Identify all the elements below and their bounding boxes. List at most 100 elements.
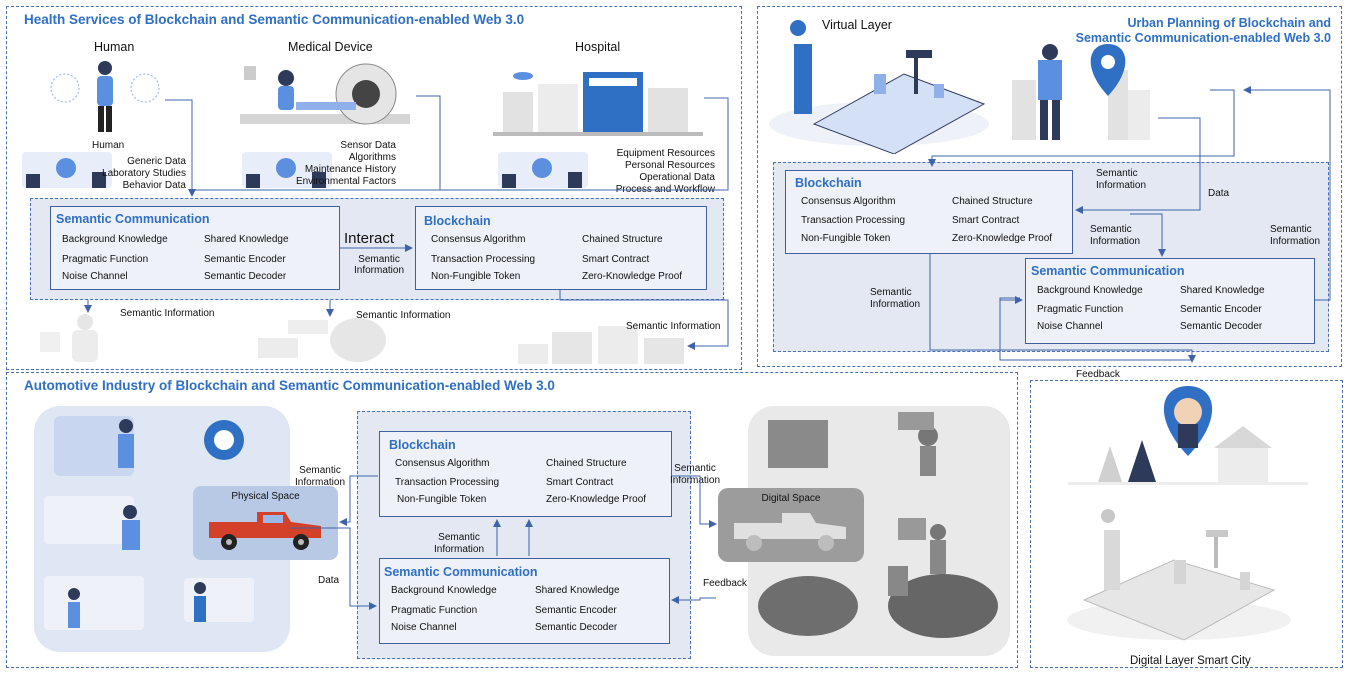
device-data-1: Sensor Data <box>340 140 396 151</box>
urban-blockchain-item: Zero-Knowledge Proof <box>952 233 1053 244</box>
interact-label: Interact <box>344 230 395 247</box>
health-semcomm-item: Pragmatic Function <box>62 254 149 265</box>
auto-blockchain-item: Transaction Processing <box>395 477 500 488</box>
human-data-illustration <box>18 146 118 191</box>
urban-section-frame <box>757 6 1342 367</box>
urban-title-line2: Semantic Communication-enabled Web 3.0 <box>1075 31 1331 45</box>
auto-semcomm-item: Background Knowledge <box>391 585 497 596</box>
health-semantic-info-label: Semantic Information <box>353 254 405 276</box>
device-output-ghost <box>258 316 388 362</box>
health-section-frame <box>6 6 742 370</box>
auto-semcomm-item: Noise Channel <box>391 622 457 633</box>
auto-blockchain-item: Consensus Algorithm <box>395 458 490 469</box>
digital-car-illustration <box>730 505 852 555</box>
medical-device-header: Medical Device <box>288 40 373 54</box>
health-blockchain-box <box>415 206 707 290</box>
urban-semantic-info-left: Semantic Information <box>870 287 921 310</box>
auto-blockchain-title: Blockchain <box>389 438 456 452</box>
urban-semcomm-item: Background Knowledge <box>1037 285 1143 296</box>
auto-feedback-label: Feedback <box>703 578 747 589</box>
urban-semcomm-item: Semantic Encoder <box>1180 304 1262 315</box>
auto-blockchain-item: Chained Structure <box>546 458 627 469</box>
health-semcomm-item: Semantic Decoder <box>204 271 287 282</box>
urban-title-line1: Urban Planning of Blockchain and <box>1127 16 1332 30</box>
auto-semantic-info-right: Semantic Information <box>669 463 721 486</box>
auto-blockchain-item: Zero-Knowledge Proof <box>546 494 647 505</box>
auto-semcomm-item: Shared Knowledge <box>535 585 620 596</box>
health-semcomm-title: Semantic Communication <box>56 212 210 226</box>
auto-section-frame <box>6 372 1018 668</box>
urban-semcomm-box <box>1025 258 1315 344</box>
health-output-label-1: Semantic Information <box>120 308 215 319</box>
human-data-3: Behavior Data <box>122 180 186 191</box>
health-semcomm-item: Background Knowledge <box>62 234 168 245</box>
human-body-illustration <box>45 58 165 134</box>
urban-data-label: Data <box>1208 188 1230 199</box>
health-section-title: Health Services of Blockchain and Semant… <box>24 12 525 27</box>
health-blockchain-item: Non-Fungible Token <box>431 271 521 282</box>
urban-semantic-info-mid: Semantic Information <box>1090 224 1141 247</box>
human-caption: Human <box>92 140 125 151</box>
health-semcomm-item: Noise Channel <box>62 271 128 282</box>
auto-blockchain-box <box>379 431 672 517</box>
human-data-2: Laboratory Studies <box>102 168 186 179</box>
health-blockchain-item: Zero-Knowledge Proof <box>582 271 683 282</box>
smart-city-map-illustration <box>1064 500 1294 644</box>
auto-section-title: Automotive Industry of Blockchain and Se… <box>24 378 555 393</box>
urban-blockchain-item: Smart Contract <box>952 215 1020 226</box>
device-data-4: Environmental Factors <box>295 176 396 187</box>
health-blockchain-item: Chained Structure <box>582 234 663 245</box>
health-blockchain-title: Blockchain <box>424 214 491 228</box>
hospital-data-1: Equipment Resources <box>616 148 715 159</box>
smart-city-person-illustration <box>1068 386 1308 490</box>
urban-blockchain-box <box>785 170 1073 254</box>
auto-blockchain-item: Smart Contract <box>546 477 614 488</box>
device-data-illustration <box>238 146 338 191</box>
hospital-data-2: Personal Resources <box>624 160 715 171</box>
human-data-1: Generic Data <box>127 156 186 167</box>
human-output-ghost <box>40 312 130 362</box>
mri-illustration <box>236 58 416 138</box>
city-section-frame <box>1030 380 1343 668</box>
health-blockchain-item: Transaction Processing <box>431 254 536 265</box>
hospital-header: Hospital <box>575 40 621 54</box>
auto-semantic-info-left: Semantic Information <box>294 465 346 488</box>
urban-blockchain-item: Non-Fungible Token <box>801 233 891 244</box>
human-header: Human <box>94 40 135 54</box>
health-blockchain-item: Consensus Algorithm <box>431 234 526 245</box>
auto-semcomm-box <box>379 558 670 644</box>
health-semcomm-item: Semantic Encoder <box>204 254 286 265</box>
virtual-city-illustration <box>764 14 994 155</box>
auto-semcomm-title: Semantic Communication <box>384 565 538 579</box>
health-output-label-2: Semantic Information <box>356 310 451 321</box>
physical-space-label: Physical Space <box>231 491 300 502</box>
auto-blockchain-item: Non-Fungible Token <box>397 494 487 505</box>
health-blockchain-item: Smart Contract <box>582 254 650 265</box>
urban-semantic-info-right: Semantic Information <box>1270 224 1321 247</box>
urban-planner-illustration <box>1008 40 1158 145</box>
urban-blockchain-title: Blockchain <box>795 176 862 190</box>
device-data-2: Algorithms <box>348 152 396 163</box>
urban-semcomm-item: Pragmatic Function <box>1037 304 1124 315</box>
hospital-illustration <box>493 62 703 138</box>
urban-blockchain-item: Transaction Processing <box>801 215 906 226</box>
auto-semcomm-item: Semantic Encoder <box>535 605 617 616</box>
urban-semcomm-item: Semantic Decoder <box>1180 321 1263 332</box>
urban-semcomm-title: Semantic Communication <box>1031 264 1185 278</box>
urban-semcomm-item: Noise Channel <box>1037 321 1103 332</box>
urban-blockchain-item: Chained Structure <box>952 196 1033 207</box>
auto-semcomm-item: Semantic Decoder <box>535 622 618 633</box>
health-output-label-3: Semantic Information <box>626 321 721 332</box>
hospital-data-illustration <box>494 146 594 191</box>
smart-city-caption: Digital Layer Smart City <box>1130 655 1251 667</box>
auto-data-label: Data <box>318 575 340 586</box>
hospital-data-3: Operational Data <box>639 172 715 183</box>
health-semcomm-item: Shared Knowledge <box>204 234 289 245</box>
auto-semantic-info-mid: Semantic Information <box>433 532 485 555</box>
virtual-layer-label: Virtual Layer <box>822 18 892 32</box>
device-data-3: Maintenance History <box>304 164 396 175</box>
urban-blockchain-item: Consensus Algorithm <box>801 196 896 207</box>
urban-feedback-label: Feedback <box>1076 369 1120 380</box>
health-semcomm-box <box>50 206 340 290</box>
